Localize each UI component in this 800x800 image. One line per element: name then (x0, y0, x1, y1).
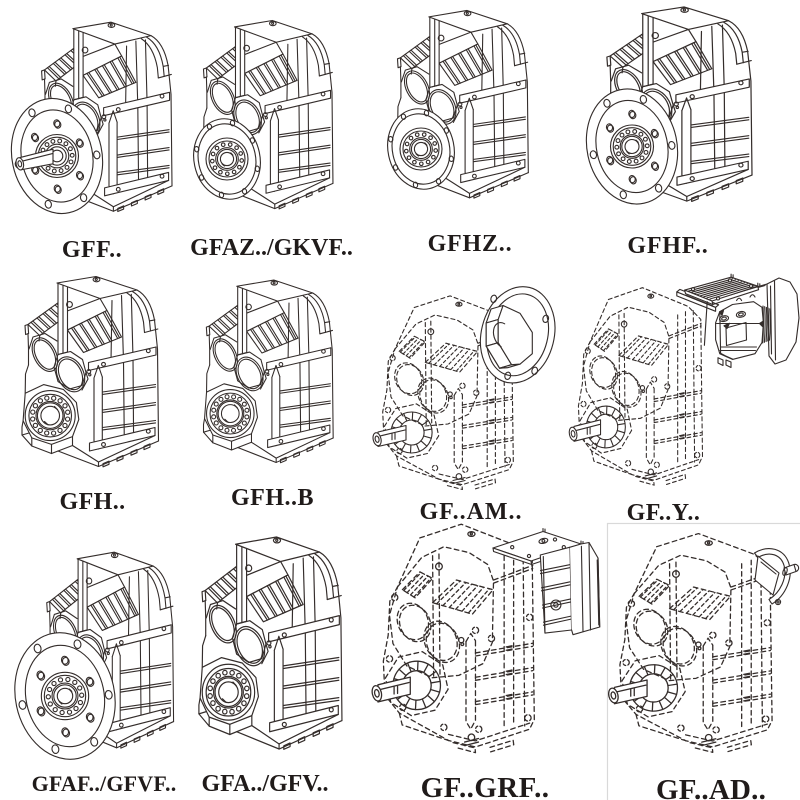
svg-text:GFHF..: GFHF.. (627, 233, 708, 259)
svg-text:GFH..B: GFH..B (231, 485, 314, 511)
svg-text:GF..GRF..: GF..GRF.. (421, 772, 550, 800)
svg-text:GFA../GFV..: GFA../GFV.. (201, 771, 328, 797)
svg-text:GF..AM..: GF..AM.. (419, 499, 522, 525)
svg-text:GFAZ../GKVF..: GFAZ../GKVF.. (190, 235, 353, 261)
svg-text:GFH..: GFH.. (60, 489, 126, 515)
svg-text:GFHZ..: GFHZ.. (428, 231, 513, 257)
svg-text:GF..Y..: GF..Y.. (627, 500, 701, 526)
svg-text:GFAF../GFVF..: GFAF../GFVF.. (32, 771, 177, 796)
svg-text:GF..AD..: GF..AD.. (656, 774, 766, 800)
svg-text:GFF..: GFF.. (62, 237, 122, 263)
